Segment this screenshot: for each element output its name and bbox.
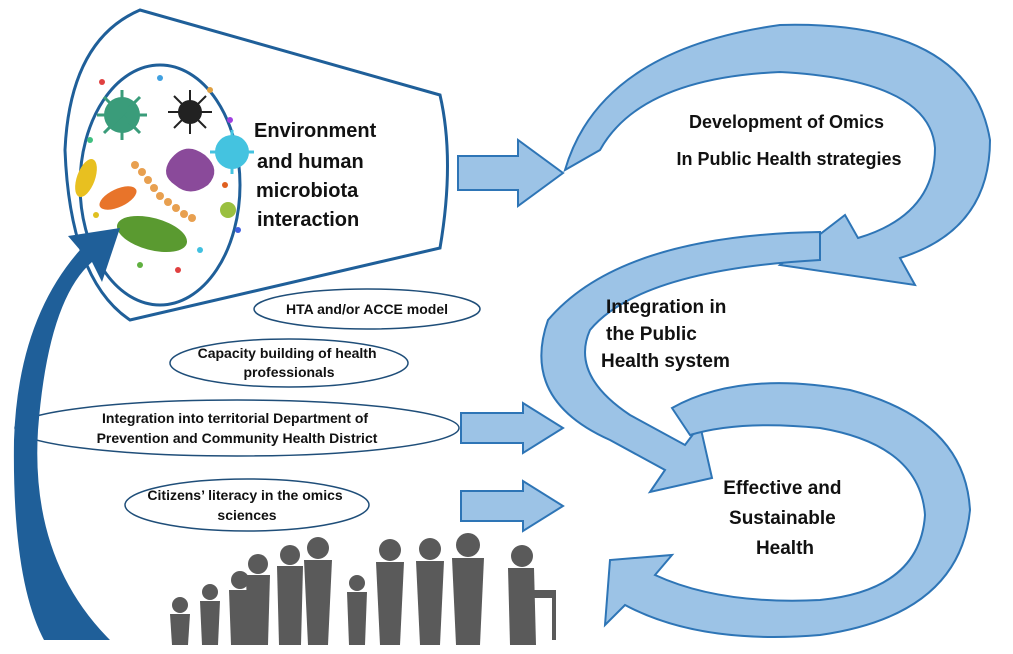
orange-bacteria-icon (99, 186, 137, 210)
adult-silhouette (304, 537, 332, 645)
effective-label-line-2: Sustainable (729, 508, 836, 529)
arrow-from-literacy (460, 479, 565, 533)
blue-virus-icon (210, 130, 254, 174)
action-capacity-line-1: Capacity building of health (198, 345, 377, 361)
small-green-microbe-icon (220, 202, 236, 218)
development-label-line-1: Development of Omics (689, 112, 884, 132)
action-territorial-text: Integration into territorial Department … (97, 410, 378, 446)
adult-silhouette (376, 539, 404, 645)
integration-label-line-2: the Public (606, 324, 697, 345)
green-bacteria-icon (116, 215, 188, 253)
arrow-to-development (457, 138, 565, 208)
action-literacy-line-2: sciences (217, 507, 276, 523)
effective-label-line-3: Health (756, 538, 814, 559)
people-silhouettes-icon (170, 533, 556, 645)
cycle-arrow-integration (540, 230, 821, 494)
action-ellipse (14, 399, 460, 457)
action-capacity-text: Capacity building of health professional… (198, 345, 381, 380)
child-silhouette (347, 575, 367, 645)
purple-microbe-icon (166, 148, 215, 192)
action-territorial-integration: Integration into territorial Department … (14, 399, 460, 457)
spiky-virus-icon (168, 90, 212, 134)
microbiota-label-line-1: Environment (254, 120, 377, 142)
yellow-bacteria-icon (75, 158, 97, 198)
feedback-arrow (13, 228, 120, 640)
action-literacy-line-1: Citizens’ literacy in the omics (147, 487, 343, 503)
virus-icon (97, 90, 147, 140)
action-literacy-text: Citizens’ literacy in the omics sciences (147, 487, 346, 523)
action-hta: HTA and/or ACCE model (253, 288, 481, 330)
integration-label: Integration in the Public Health system (601, 297, 732, 372)
action-ellipse (169, 338, 409, 388)
action-citizens-literacy: Citizens’ literacy in the omics sciences (124, 478, 370, 532)
integration-label-line-1: Integration in (606, 297, 726, 318)
microbiota-label-line-4: interaction (257, 209, 359, 231)
microbiota-label-line-2: and human (257, 151, 364, 173)
effective-label-line-1: Effective and (723, 478, 841, 499)
action-capacity-building: Capacity building of health professional… (169, 338, 409, 388)
action-ellipse (253, 288, 481, 330)
development-label: Development of Omics In Public Health st… (676, 112, 901, 169)
walker-silhouette (530, 590, 556, 640)
effective-label: Effective and Sustainable Health (723, 478, 847, 559)
development-label-line-2: In Public Health strategies (676, 149, 901, 169)
bead-chain-icon (131, 161, 196, 222)
microbiota-label-line-3: microbiota (256, 180, 359, 202)
adult-silhouette (452, 533, 484, 645)
integration-label-line-3: Health system (601, 351, 730, 372)
microbiota-label: Environment and human microbiota interac… (254, 120, 382, 231)
action-ellipse (124, 478, 370, 532)
child-silhouette (229, 571, 251, 645)
particles (87, 75, 241, 273)
cycle-arrow-effective (603, 382, 972, 638)
action-territorial-line-1: Integration into territorial Department … (102, 410, 368, 426)
microbiota-illustration (75, 75, 254, 273)
child-silhouette (170, 597, 190, 645)
action-capacity-line-2: professionals (243, 364, 334, 380)
action-hta-line-1: HTA and/or ACCE model (286, 301, 448, 317)
arrow-from-territorial (460, 401, 565, 455)
teen-silhouette (246, 554, 270, 645)
adult-silhouette (416, 538, 444, 645)
cycle-arrow-development (563, 23, 992, 287)
action-territorial-line-2: Prevention and Community Health District (97, 430, 378, 446)
child-silhouette (200, 584, 220, 645)
adult-silhouette (277, 545, 303, 645)
elder-silhouette (508, 545, 536, 645)
